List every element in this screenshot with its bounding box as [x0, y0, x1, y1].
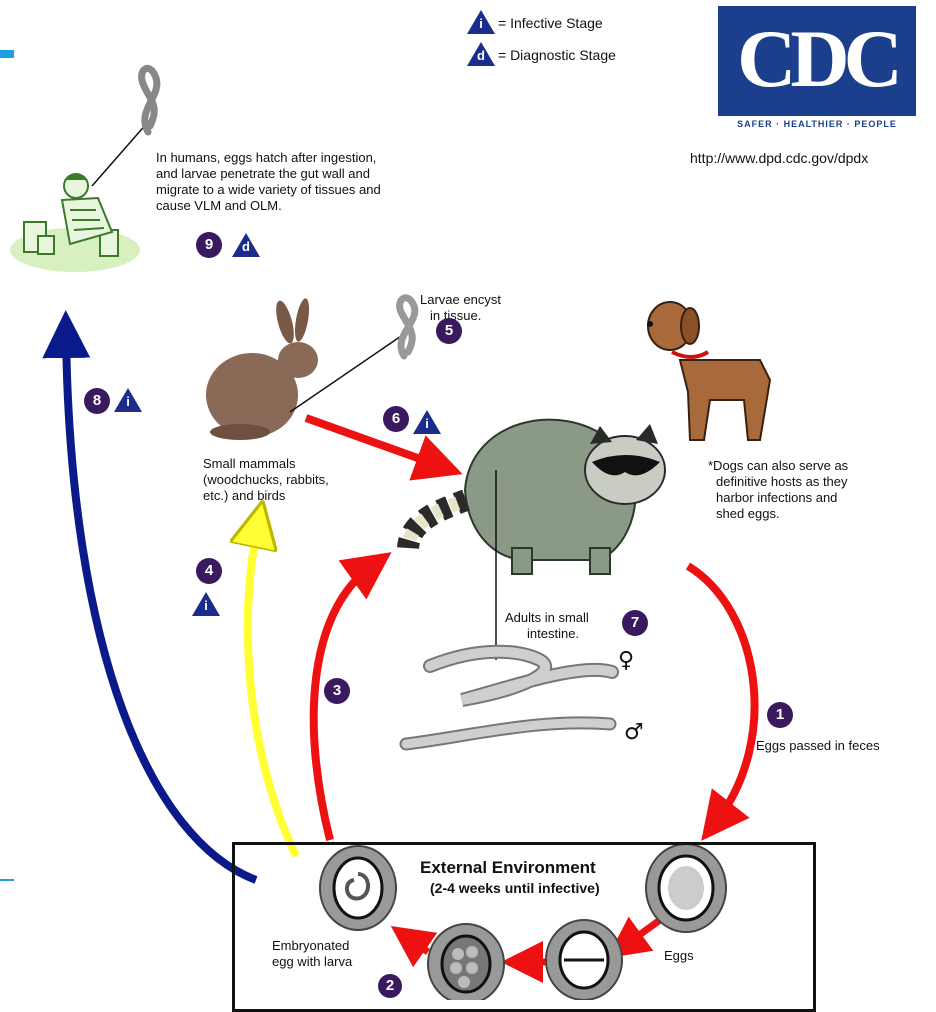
adult-worms-illustration [399, 644, 619, 751]
mammals-line-3: etc.) and birds [203, 488, 286, 503]
cyan-mark-bottom [0, 879, 14, 881]
adults-line-2: intestine. [527, 626, 580, 641]
cdc-url[interactable]: http://www.dpd.cdc.gov/dpdx [690, 150, 869, 166]
arrow-step-3 [309, 552, 392, 841]
diagnostic-stage-icon-step-9 [232, 233, 260, 257]
infective-stage-label: = Infective Stage [498, 15, 603, 31]
step-7-badge: 7 [622, 610, 648, 636]
arrow-egg-stage-3 [390, 925, 438, 968]
rabbit-illustration [206, 298, 318, 440]
diagnostic-stage-letter: d [477, 48, 485, 63]
mammals-line-1: Small mammals [203, 456, 296, 471]
egg-two-cell-illustration [545, 919, 623, 1000]
infective-stage-icon-step-6 [413, 410, 441, 434]
larvae-description: Larvae encyst in tissue. [420, 292, 501, 324]
dogs-line-4: shed eggs. [716, 506, 780, 521]
embryonated-label: Embryonated egg with larva [272, 938, 352, 970]
raccoon-illustration [397, 418, 666, 575]
diagnostic-stage-icon [467, 42, 495, 66]
feces-label: Eggs passed in feces [756, 738, 880, 753]
infective-letter-step-6: i [425, 416, 429, 431]
larvae-line-1: Larvae encyst [420, 292, 501, 307]
human-larva-illustration [138, 65, 161, 136]
mammals-line-2: (woodchucks, rabbits, [203, 472, 329, 487]
dogs-line-2: definitive hosts as they [716, 474, 848, 489]
cyan-mark-top [0, 50, 14, 58]
step-5-badge: 5 [436, 318, 462, 344]
human-line-3: migrate to a wide variety of tissues and [156, 182, 381, 197]
step-2-badge: 2 [378, 974, 402, 998]
adults-line-1: Adults in small [505, 610, 589, 625]
male-symbol: ♂ [624, 720, 644, 745]
dogs-line-3: harbor infections and [716, 490, 838, 505]
dogs-line-1: *Dogs can also serve as [708, 458, 849, 473]
dogs-note: *Dogs can also serve as definitive hosts… [708, 458, 848, 522]
step-1-badge: 1 [767, 702, 793, 728]
arrow-step-1 [685, 562, 759, 841]
infective-letter-step-4: i [204, 598, 208, 613]
step-8-badge: 8 [84, 388, 110, 414]
larvae-line-2: in tissue. [430, 308, 482, 323]
cdc-logo-strip [718, 116, 916, 136]
cdc-logo-text: CDC [737, 13, 903, 104]
egg-unembryonated-illustration [645, 843, 727, 933]
step-9-badge: 9 [196, 232, 222, 258]
cdc-logo-tagline: SAFER · HEALTHIER · PEOPLE [737, 119, 897, 129]
step-4-badge: 4 [196, 558, 222, 584]
cdc-logo: CDC SAFER · HEALTHIER · PEOPLE [718, 6, 916, 136]
mammals-description: Small mammals (woodchucks, rabbits, etc.… [203, 456, 329, 504]
human-pointer-line [91, 121, 149, 187]
embryonated-line-2: egg with larva [272, 954, 353, 969]
larvae-pointer-line [289, 329, 411, 413]
embryonated-line-1: Embryonated [272, 938, 350, 953]
human-line-1: In humans, eggs hatch after ingestion, [156, 150, 377, 165]
human-description: In humans, eggs hatch after ingestion, a… [156, 150, 381, 214]
infective-stage-letter: i [479, 16, 483, 31]
dog-illustration [647, 301, 772, 441]
environment-subtitle: (2-4 weeks until infective) [430, 880, 600, 896]
adults-description: Adults in small intestine. [505, 610, 589, 642]
human-child-illustration [10, 173, 140, 272]
arrow-step-4 [248, 524, 300, 858]
infective-stage-icon-step-4 [192, 592, 220, 616]
egg-embryonated-illustration [319, 845, 397, 931]
human-line-4: cause VLM and OLM. [156, 198, 282, 213]
diagnostic-letter-step-9: d [242, 239, 250, 254]
arrow-step-6 [304, 414, 463, 481]
arrow-egg-stage-1 [606, 916, 663, 959]
infective-letter-step-8: i [126, 394, 130, 409]
egg-morula-illustration [427, 923, 505, 1000]
step-3-badge: 3 [324, 678, 350, 704]
environment-title: External Environment [420, 858, 596, 877]
step-6-badge: 6 [383, 406, 409, 432]
diagnostic-stage-label: = Diagnostic Stage [498, 47, 616, 63]
infective-stage-icon [467, 10, 495, 34]
infective-stage-icon-step-8 [114, 388, 142, 412]
larvae-cyst-illustration [396, 294, 419, 360]
arrow-step-8 [42, 310, 258, 884]
eggs-label: Eggs [664, 948, 694, 963]
human-line-2: and larvae penetrate the gut wall and [156, 166, 370, 181]
female-symbol: ♀ [618, 648, 635, 673]
